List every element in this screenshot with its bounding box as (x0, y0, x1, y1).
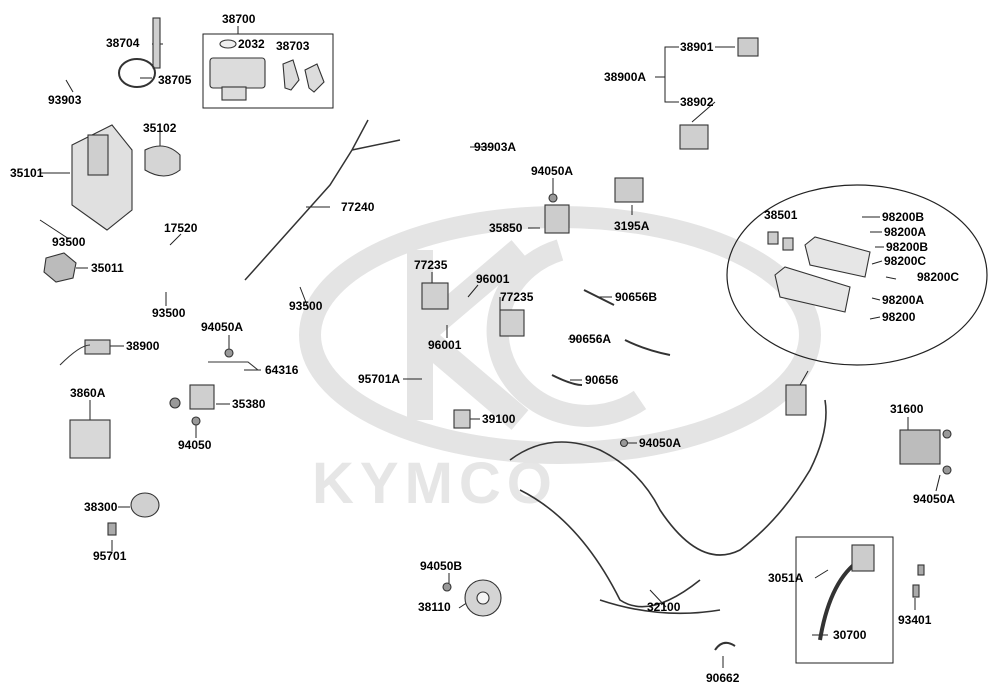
part-label-94050A-3: 94050A (639, 436, 682, 450)
part-label-38900: 38900 (126, 339, 160, 353)
part-label-93401: 93401 (898, 613, 932, 627)
part-label-94050A-4: 94050A (913, 492, 956, 506)
part-label-77235-b: 77235 (500, 290, 534, 304)
part-label-93903: 93903 (48, 93, 82, 107)
part-label-93500-b: 93500 (152, 306, 186, 320)
part-label-38300: 38300 (84, 500, 118, 514)
part-label-77235-a: 77235 (414, 258, 448, 272)
kymco-watermark-logo (299, 206, 821, 464)
part-label-90662: 90662 (706, 671, 740, 685)
part-label-3860A: 3860A (70, 386, 106, 400)
part-label-94050B: 94050B (420, 559, 463, 573)
part-label-95701A: 95701A (358, 372, 401, 386)
part-label-98200A-2: 98200A (882, 293, 925, 307)
relay-callout-ellipse (726, 184, 988, 366)
part-label-96001-a: 96001 (476, 272, 510, 286)
part-label-90656B: 90656B (615, 290, 658, 304)
part-label-38704: 38704 (106, 36, 140, 50)
part-label-94050A-1: 94050A (201, 320, 244, 334)
key-set-frame (202, 33, 334, 109)
part-label-2032: 2032 (238, 37, 265, 51)
part-label-35102: 35102 (143, 121, 177, 135)
part-label-98200C-2: 98200C (917, 270, 960, 284)
part-label-94050: 94050 (178, 438, 212, 452)
part-label-98200B-1: 98200B (882, 210, 925, 224)
part-label-98200C-1: 98200C (884, 254, 927, 268)
part-label-39100: 39100 (482, 412, 516, 426)
part-label-64316: 64316 (265, 363, 299, 377)
part-label-77240: 77240 (341, 200, 375, 214)
part-label-35101: 35101 (10, 166, 44, 180)
part-label-95701: 95701 (93, 549, 127, 563)
part-label-3195A: 3195A (614, 219, 650, 233)
part-label-38901: 38901 (680, 40, 714, 54)
part-label-38703: 38703 (276, 39, 310, 53)
part-label-30700: 30700 (833, 628, 867, 642)
part-label-17520: 17520 (164, 221, 198, 235)
part-label-3051A: 3051A (768, 571, 804, 585)
part-label-35380: 35380 (232, 397, 266, 411)
part-label-35011: 35011 (91, 261, 124, 275)
part-label-94050A-2: 94050A (531, 164, 574, 178)
part-label-31600: 31600 (890, 402, 924, 416)
part-label-38900A: 38900A (604, 70, 647, 84)
part-label-35850: 35850 (489, 221, 523, 235)
part-label-96001-b: 96001 (428, 338, 462, 352)
part-label-98200B-2: 98200B (886, 240, 929, 254)
part-label-98200A-1: 98200A (884, 225, 927, 239)
part-label-38501: 38501 (764, 208, 798, 222)
part-label-98200: 98200 (882, 310, 916, 324)
ignition-coil-frame (795, 536, 894, 664)
part-label-32100: 32100 (647, 600, 681, 614)
part-label-93500-a: 93500 (52, 235, 86, 249)
part-label-90656: 90656 (585, 373, 619, 387)
part-label-93903A: 93903A (474, 140, 517, 154)
part-label-38700: 38700 (222, 12, 256, 26)
part-label-38705: 38705 (158, 73, 192, 87)
part-label-38110: 38110 (418, 600, 451, 614)
part-label-90656A: 90656A (569, 332, 612, 346)
part-label-38902: 38902 (680, 95, 714, 109)
part-label-93500-c: 93500 (289, 299, 323, 313)
